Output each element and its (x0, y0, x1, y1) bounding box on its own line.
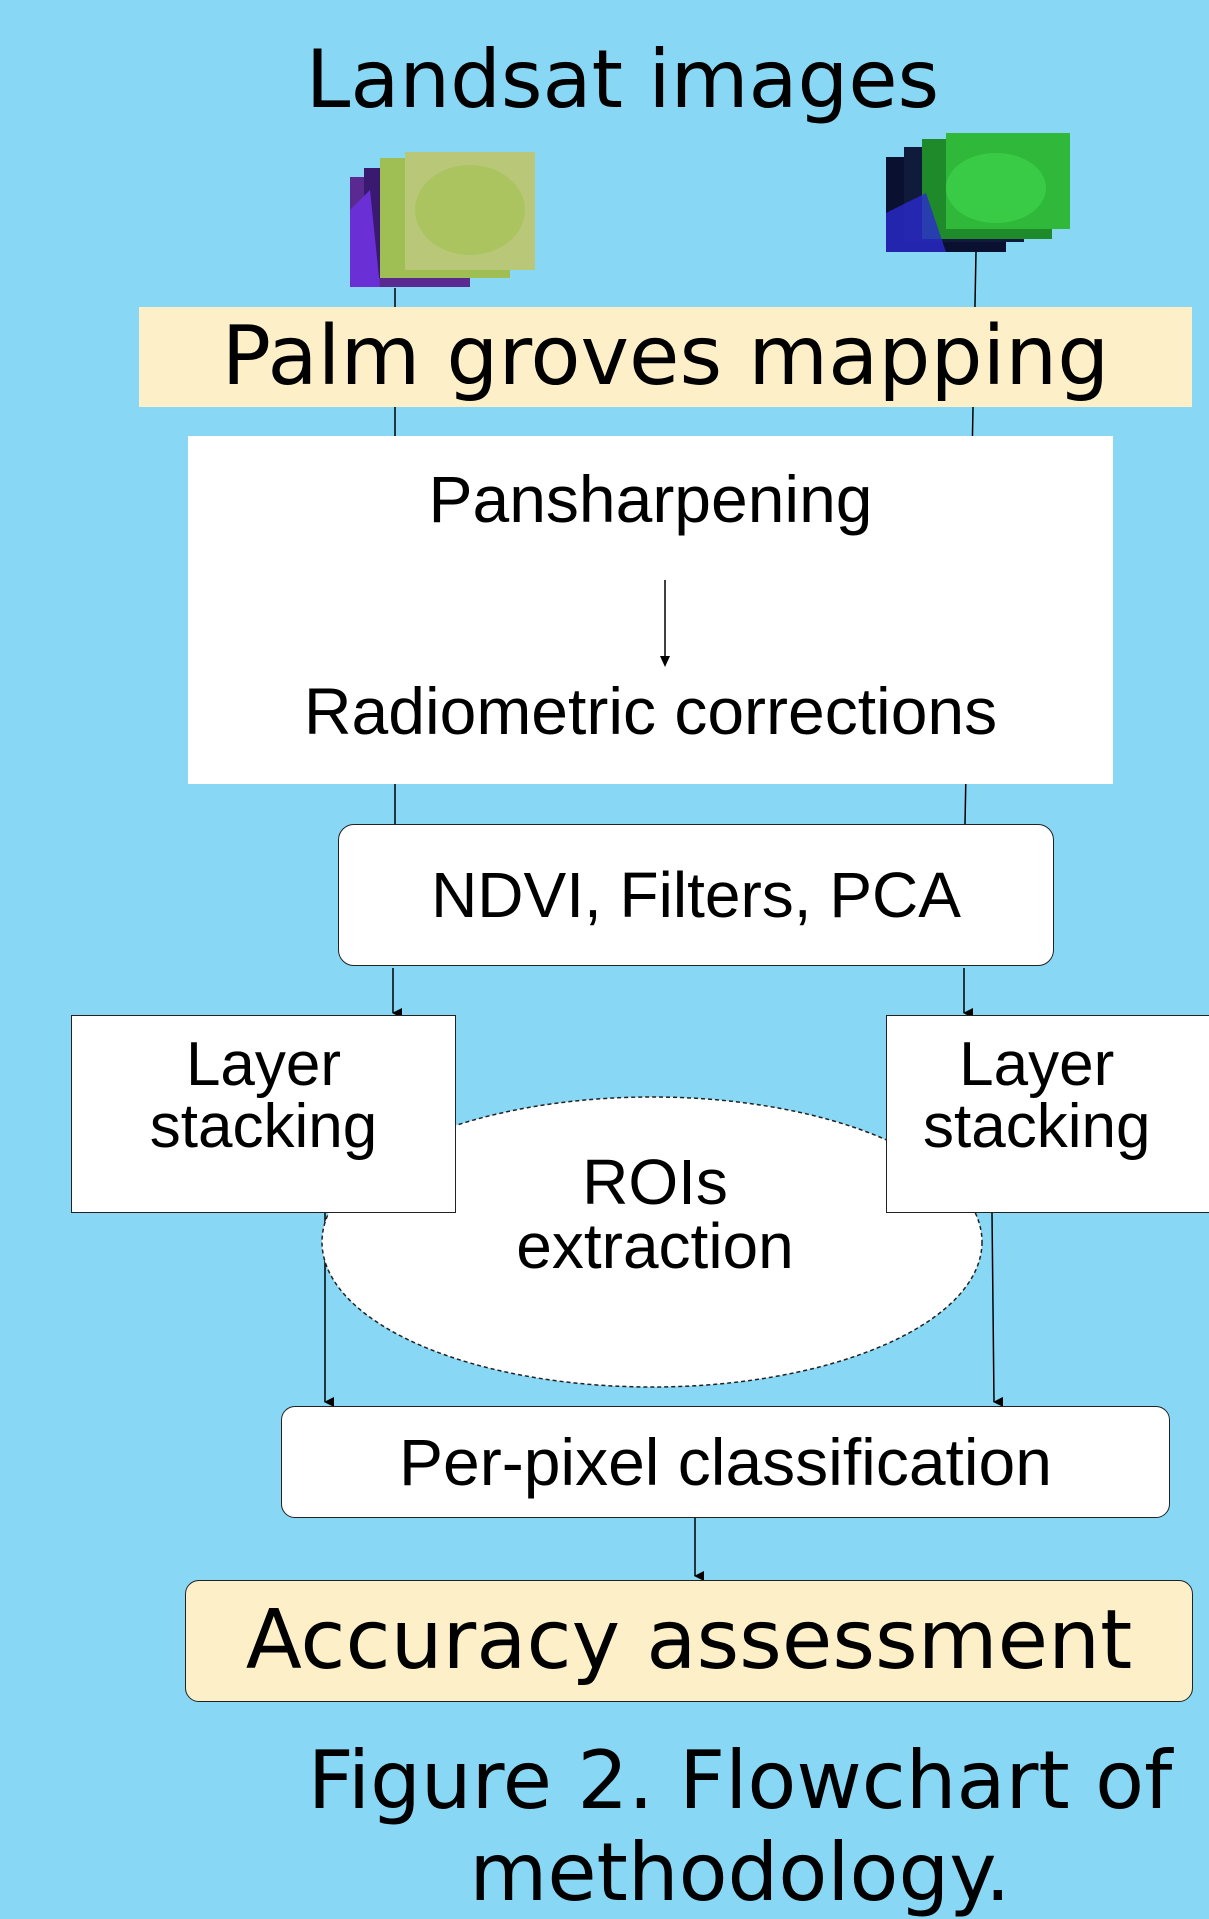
layer-stacking-right-line1: Layer (959, 1030, 1115, 1099)
per-pixel-classification-box: Per-pixel classification (281, 1406, 1170, 1518)
preprocessing-arrow (660, 580, 670, 667)
layer-stacking-right-line2: stacking (923, 1092, 1151, 1161)
radiometric-corrections-label: Radiometric corrections (303, 674, 998, 748)
roi-extraction-label: ROIs extraction (440, 1150, 870, 1278)
layer-stacking-left-line2: stacking (149, 1092, 378, 1161)
roi-line1: ROIs (582, 1146, 728, 1218)
roi-line2: extraction (516, 1210, 794, 1282)
preprocessing-box: Pansharpening Radiometric corrections (188, 436, 1113, 784)
landsat-image-right-icon (886, 133, 1070, 253)
diagram-title: Landsat images (305, 33, 940, 126)
layer-stacking-left-box: Layer stacking (71, 1015, 456, 1213)
connector-right-to-classification (991, 1212, 1004, 1407)
layer-stacking-right-box: Layer stacking (886, 1015, 1209, 1213)
ndvi-filters-pca-box: NDVI, Filters, PCA (338, 824, 1054, 966)
roi-ellipse (321, 1096, 983, 1388)
figure-caption: Figure 2. Flowchart of methodology. (307, 1734, 1173, 1919)
accuracy-assessment-box: Accuracy assessment (185, 1580, 1193, 1702)
landsat-image-left-icon (350, 150, 540, 290)
pansharpening-label: Pansharpening (428, 462, 873, 536)
palm-groves-banner: Palm groves mapping (139, 307, 1192, 407)
layer-stacking-left-line1: Layer (185, 1030, 342, 1099)
